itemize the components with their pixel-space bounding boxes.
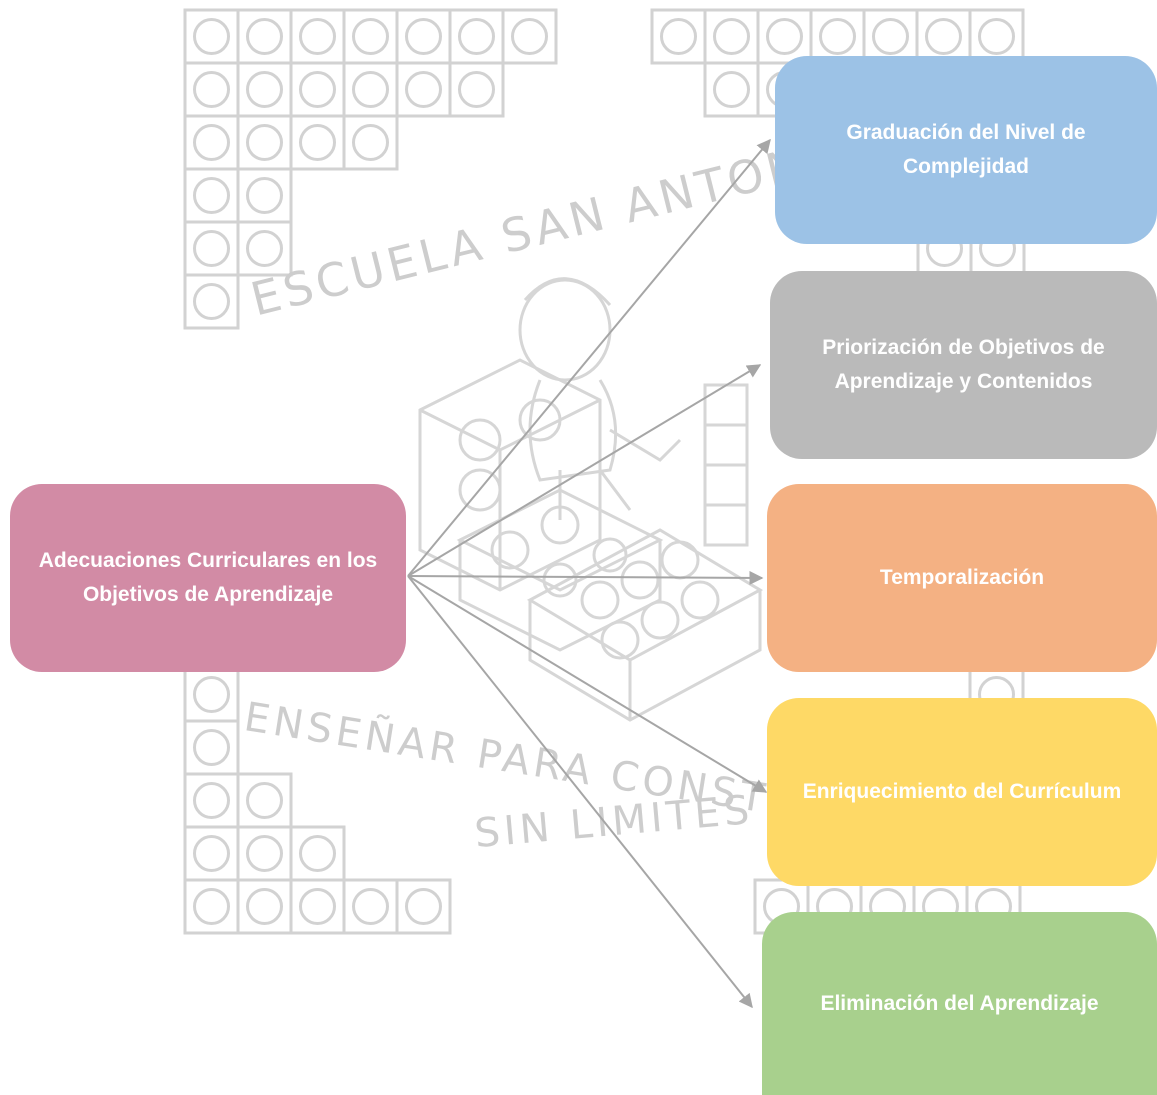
brick-stud [193, 676, 230, 713]
brick-stud [819, 18, 856, 55]
brick-stud [925, 18, 962, 55]
branch-node-priorizacion: Priorización de Objetivos de Aprendizaje… [770, 271, 1157, 459]
branch-label-eliminacion: Eliminación del Aprendizaje [820, 991, 1099, 1015]
brick-stud [458, 71, 495, 108]
brick-stud [246, 124, 283, 161]
brick-stud [405, 888, 442, 925]
brick-cell [501, 8, 558, 65]
arrow-to-complejidad [407, 138, 771, 577]
brick-stud [246, 71, 283, 108]
brick-stud [352, 888, 389, 925]
brick-stud [193, 124, 230, 161]
brick-stud [193, 177, 230, 214]
branch-node-complejidad: Graduación del Nivel de Complejidad [775, 56, 1157, 244]
brick-stud [193, 18, 230, 55]
brick-cell [395, 878, 452, 935]
brick-stud [246, 230, 283, 267]
brick-stud [193, 729, 230, 766]
brick-stud [352, 71, 389, 108]
brick-stud [193, 283, 230, 320]
brick-stud [352, 18, 389, 55]
brick-cell [183, 273, 240, 330]
arrow-to-enriquecimiento [407, 575, 768, 793]
brick-cell [448, 61, 505, 118]
brick-stud [193, 230, 230, 267]
brick-stud [299, 835, 336, 872]
arrow-to-temporalizacion [407, 570, 764, 585]
brick-stud [193, 888, 230, 925]
brick-stud [660, 18, 697, 55]
brick-stud [299, 124, 336, 161]
branch-node-eliminacion: Eliminación del Aprendizaje [762, 912, 1157, 1095]
brick-stud [872, 18, 909, 55]
brick-cell [342, 114, 399, 171]
brick-stud [766, 18, 803, 55]
brick-stud [299, 888, 336, 925]
arrow-to-eliminacion [407, 575, 753, 1009]
root-node: Adecuaciones Curriculares en los Objetiv… [10, 484, 406, 672]
brick-stud [193, 835, 230, 872]
root-node-label: Adecuaciones Curriculares en los Objetiv… [38, 549, 378, 606]
arrow-to-priorizacion [407, 364, 762, 577]
brick-cell [236, 220, 293, 277]
brick-stud [713, 18, 750, 55]
branch-label-temporalizacion: Temporalización [879, 566, 1045, 590]
branch-node-temporalizacion: Temporalización [767, 484, 1157, 672]
brick-stud [511, 18, 548, 55]
brick-stud [978, 18, 1015, 55]
brick-stud [299, 71, 336, 108]
branch-label-complejidad: Graduación del Nivel de Complejidad [846, 121, 1086, 178]
brick-stud [246, 835, 283, 872]
brick-stud [352, 124, 389, 161]
brick-stud [458, 18, 495, 55]
brick-stud [246, 888, 283, 925]
brick-stud [246, 18, 283, 55]
branch-label-enriquecimiento: Enriquecimiento del Currículum [802, 780, 1122, 804]
brick-stud [246, 782, 283, 819]
brick-stud [405, 18, 442, 55]
brick-stud [193, 782, 230, 819]
branch-label-priorizacion: Priorización de Objetivos de Aprendizaje… [822, 336, 1105, 393]
brick-stud [299, 18, 336, 55]
brick-stud [246, 177, 283, 214]
branch-node-enriquecimiento: Enriquecimiento del Currículum [767, 698, 1157, 886]
brick-stud [193, 71, 230, 108]
brick-stud [713, 71, 750, 108]
brick-stud [405, 71, 442, 108]
